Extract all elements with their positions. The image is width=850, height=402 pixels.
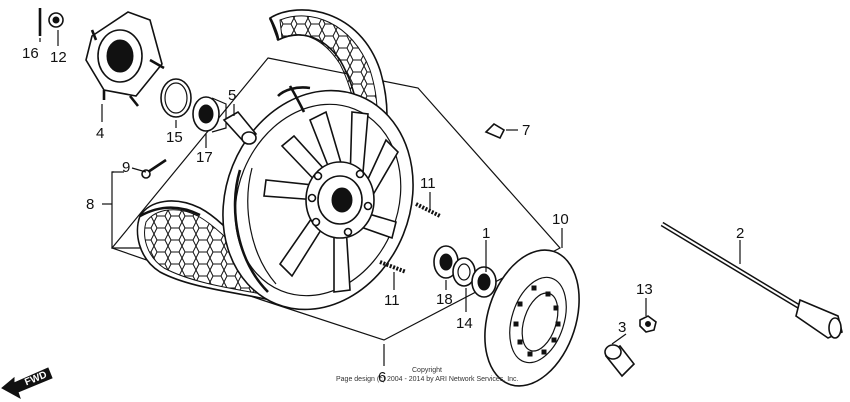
callout-5: 5 [228,87,236,104]
callout-18: 18 [436,291,453,308]
callout-17: 17 [196,149,213,166]
callout-3: 3 [618,319,626,336]
bearing-17 [192,96,227,133]
bearing-18 [433,245,459,279]
collar-5 [222,110,258,145]
callout-16: 16 [22,45,39,62]
wheel-rim [222,85,414,311]
valve-7 [484,122,506,140]
callout-10: 10 [552,211,569,228]
callout-8: 8 [86,196,94,213]
collar-3 [604,344,636,378]
wheel-hub [305,161,375,239]
callout-11-upper: 11 [420,175,436,192]
leader-lines [39,30,741,366]
callout-14: 14 [456,315,473,332]
callout-4: 4 [96,125,104,142]
callout-9: 9 [122,159,130,176]
callouts: 16 12 4 15 17 5 7 9 8 11 11 1 18 14 10 2… [22,45,744,386]
callout-12: 12 [50,49,67,66]
brake-disc-10 [484,249,580,387]
callout-15: 15 [166,129,183,146]
stud-bolt-11-lower [379,260,407,274]
callout-11-lower: 11 [384,292,400,309]
nut-13 [639,315,657,333]
bearing-1 [471,266,497,298]
stud-bolt-11-upper [415,202,441,218]
bolt-9 [141,158,167,179]
callout-7: 7 [522,122,530,139]
callout-2: 2 [736,225,744,242]
copyright-line-1: Copyright [412,367,442,374]
callout-1: 1 [482,225,490,242]
fwd-arrow: FWD [1,367,53,400]
o-ring-15 [160,78,192,118]
nut-12 [48,12,64,28]
copyright-line-2: Page design (c) 2004 - 2014 by ARI Netwo… [336,376,519,383]
callout-6: 6 [378,369,386,386]
fwd-label: FWD [23,370,48,389]
callout-13: 13 [636,281,653,298]
axle-2 [660,221,843,339]
final-driven-flange [85,11,165,107]
